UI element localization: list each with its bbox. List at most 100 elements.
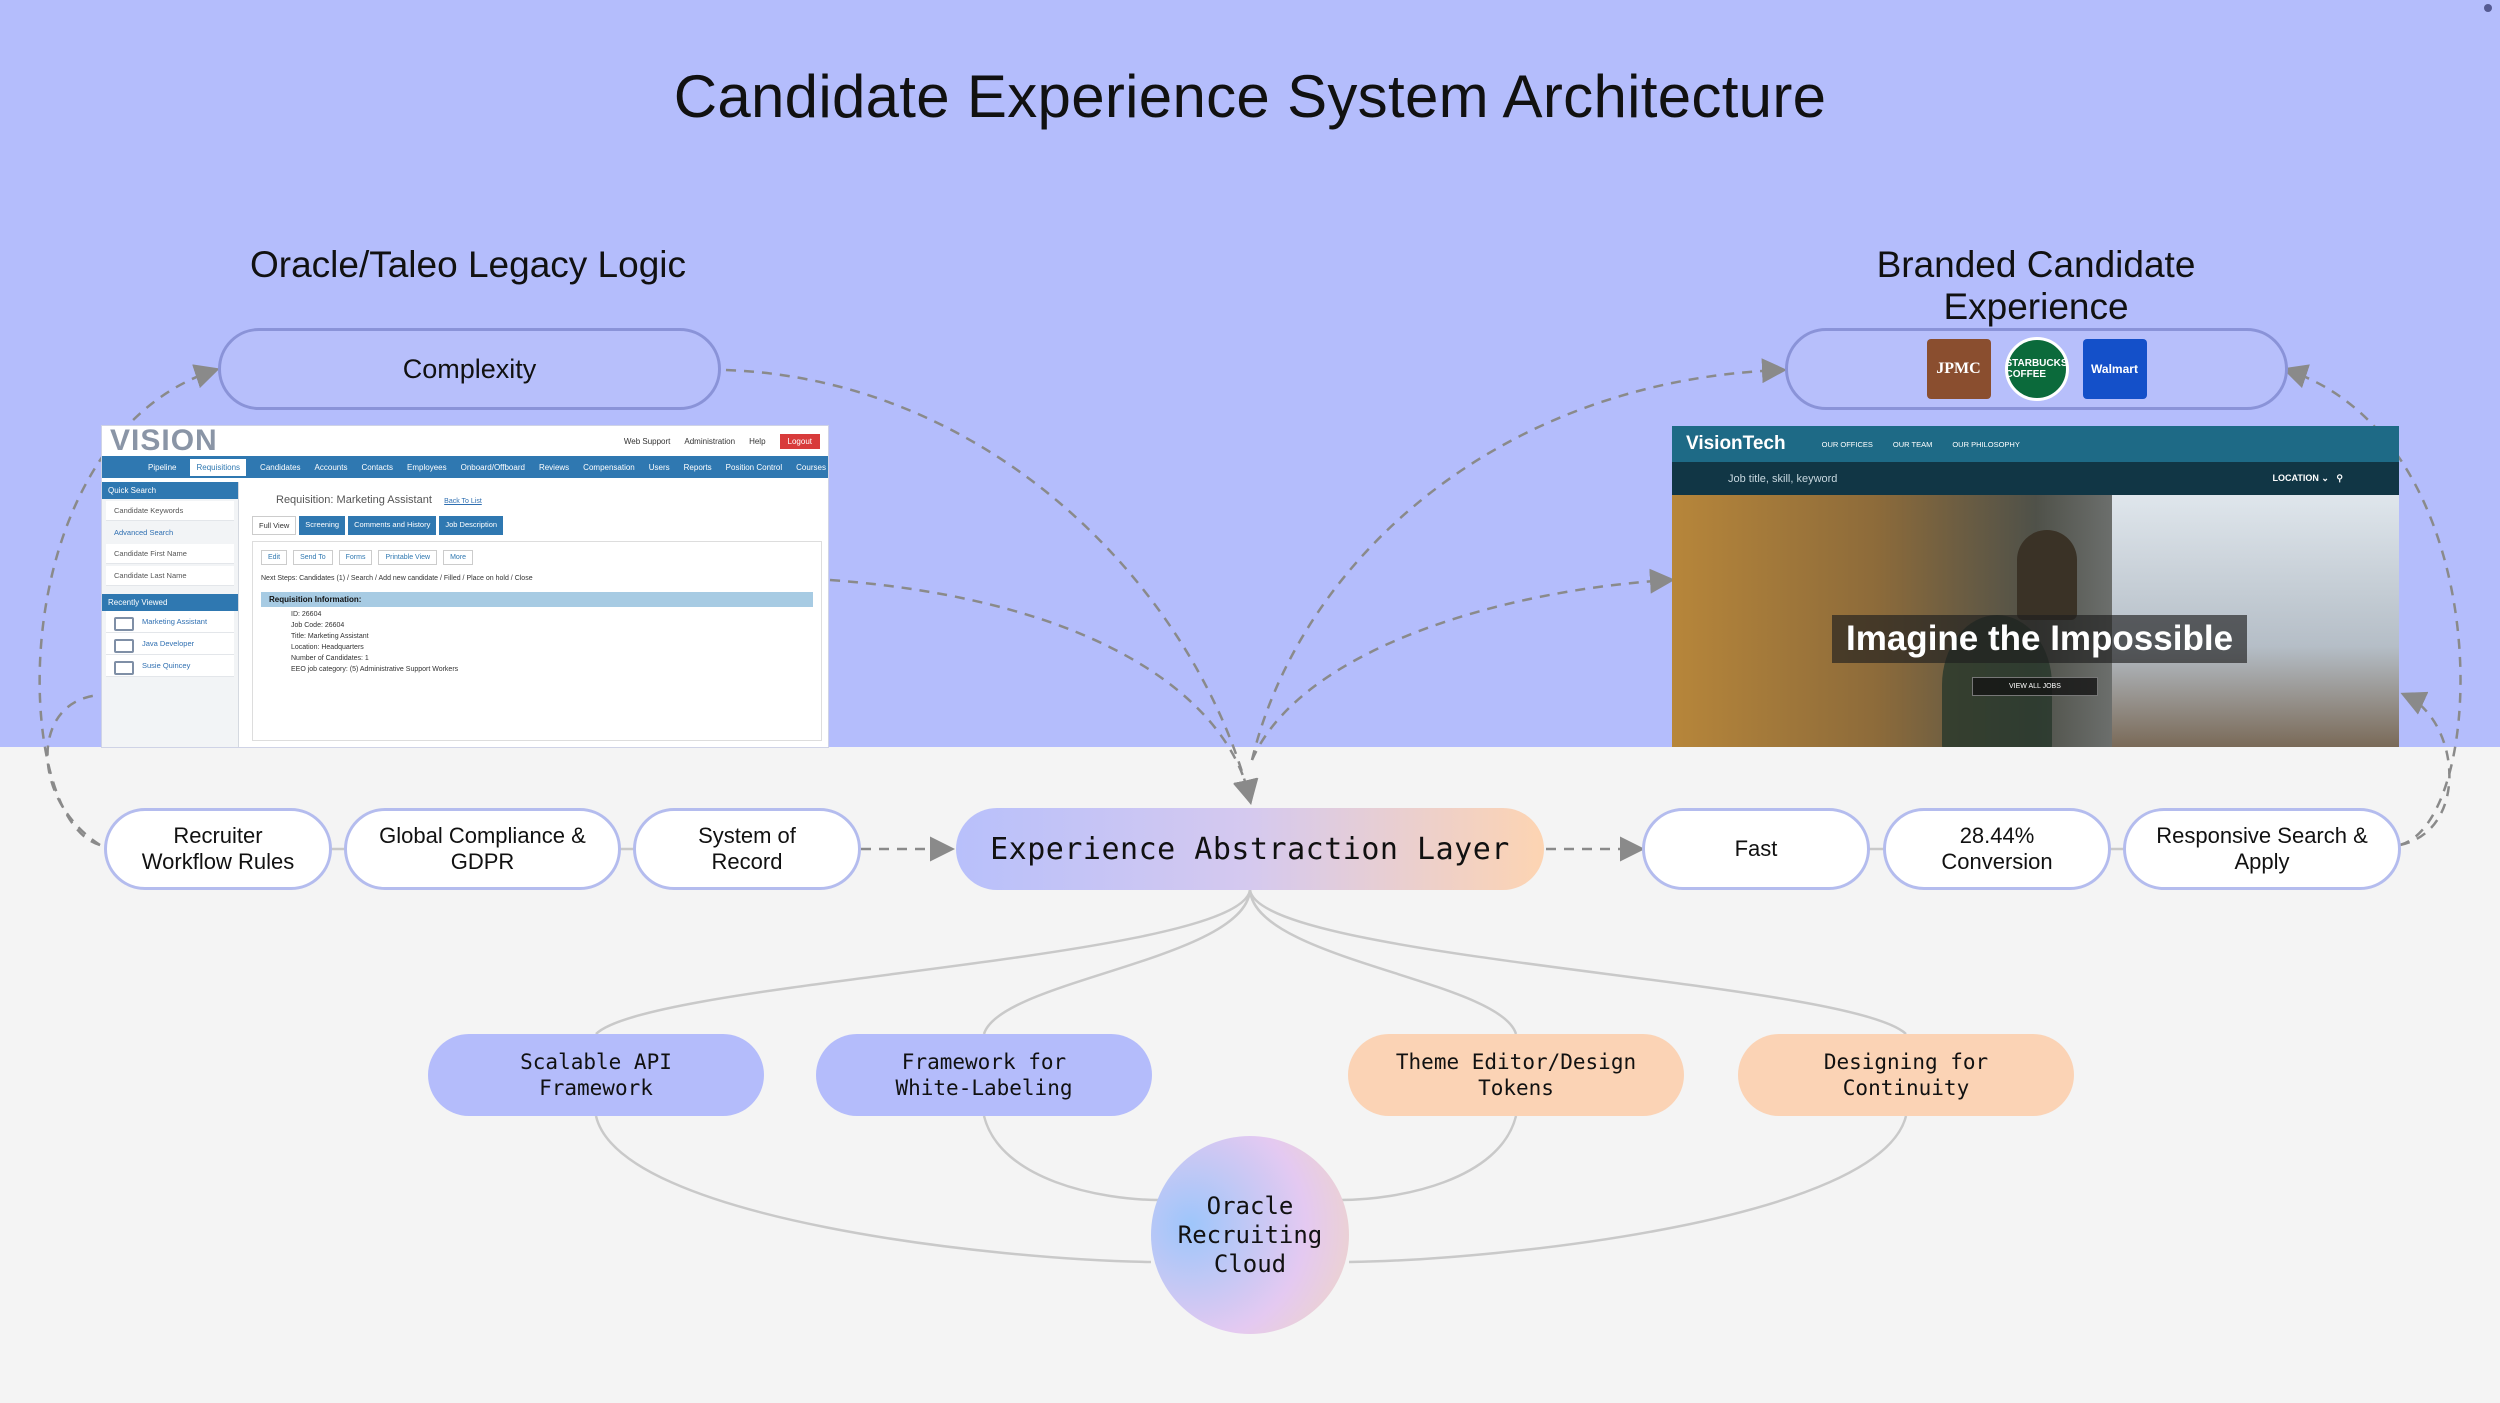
- vr-person-shape: [2017, 530, 2077, 620]
- system-of-record-pill: System of Record: [633, 808, 861, 890]
- legacy-util-links: Web Support Administration Help Logout: [623, 433, 820, 449]
- complexity-label: Complexity: [402, 353, 537, 384]
- nav-employees[interactable]: Employees: [407, 462, 447, 472]
- location-label: LOCATION: [2272, 473, 2319, 483]
- tab-comments[interactable]: Comments and History: [348, 516, 437, 535]
- scalable-api-pill: Scalable API Framework: [428, 1034, 764, 1116]
- nav-onboard[interactable]: Onboard/Offboard: [460, 462, 525, 472]
- send-to-button[interactable]: Send To: [293, 550, 333, 565]
- recent-item[interactable]: Marketing Assistant: [106, 611, 234, 633]
- legacy-main: Requisition: Marketing Assistant Back To…: [252, 488, 822, 741]
- nav-accounts[interactable]: Accounts: [314, 462, 348, 472]
- legacy-nav: Pipeline Requisitions Candidates Account…: [102, 456, 828, 478]
- nav-requisitions[interactable]: Requisitions: [190, 458, 247, 476]
- tab-full-view[interactable]: Full View: [252, 516, 297, 535]
- conversion-pill: 28.44% Conversion: [1883, 808, 2111, 890]
- edit-button[interactable]: Edit: [261, 550, 288, 565]
- pill-label: Theme Editor/Design Tokens: [1395, 1050, 1637, 1100]
- our-offices-link[interactable]: OUR OFFICES: [1821, 439, 1873, 449]
- starbucks-logo: STARBUCKS COFFEE: [2004, 337, 2069, 401]
- theme-editor-pill: Theme Editor/Design Tokens: [1348, 1034, 1684, 1116]
- legacy-ats-screenshot: VISION Web Support Administration Help L…: [102, 426, 828, 747]
- requisition-label: Requisition: Marketing Assistant: [276, 494, 432, 506]
- visiontech-logo: VisionTech: [1686, 433, 1786, 454]
- web-support-link[interactable]: Web Support: [623, 436, 671, 446]
- branded-site-screenshot: VisionTech OUR OFFICES OUR TEAM OUR PHIL…: [1672, 426, 2399, 747]
- back-to-list-link[interactable]: Back To List: [444, 498, 482, 505]
- logout-button[interactable]: Logout: [779, 433, 820, 449]
- hero-image: Imagine the Impossible VIEW ALL JOBS: [1672, 495, 2399, 747]
- job-search-input[interactable]: Job title, skill, keyword: [1728, 472, 1838, 485]
- pill-label: Designing for Continuity: [1823, 1050, 1989, 1100]
- pill-label: Framework for White-Labeling: [895, 1050, 1073, 1100]
- branded-section-title: Branded Candidate Experience: [1876, 244, 2196, 327]
- pill-label: Recruiter Workflow Rules: [141, 823, 295, 874]
- pill-label: System of Record: [698, 823, 796, 874]
- indicator-dot: [2484, 4, 2492, 12]
- requisition-title: Requisition: Marketing Assistant Back To…: [276, 494, 822, 506]
- legacy-section-title: Oracle/Taleo Legacy Logic: [249, 244, 687, 285]
- pill-label: Scalable API Framework: [520, 1050, 672, 1100]
- branded-nav: VisionTech OUR OFFICES OUR TEAM OUR PHIL…: [1672, 426, 2399, 462]
- recruiter-workflow-pill: Recruiter Workflow Rules: [104, 808, 332, 890]
- forms-button[interactable]: Forms: [338, 550, 373, 565]
- our-team-link[interactable]: OUR TEAM: [1892, 439, 1933, 449]
- nav-pipeline[interactable]: Pipeline: [148, 462, 177, 472]
- info-row: ID: 26604: [291, 611, 322, 618]
- our-philosophy-link[interactable]: OUR PHILOSOPHY: [1952, 439, 2020, 449]
- hero-headline: Imagine the Impossible: [1832, 615, 2248, 663]
- tab-screening[interactable]: Screening: [299, 516, 346, 535]
- nav-reports[interactable]: Reports: [683, 462, 712, 472]
- brand-logos-pill: JPMC STARBUCKS COFFEE Walmart: [1785, 328, 2288, 410]
- pill-label: Responsive Search & Apply: [2156, 823, 2368, 874]
- continuity-pill: Designing for Continuity: [1738, 1034, 2074, 1116]
- white-labeling-pill: Framework for White-Labeling: [816, 1034, 1152, 1116]
- responsive-search-pill: Responsive Search & Apply: [2123, 808, 2401, 890]
- eal-label: Experience Abstraction Layer: [990, 831, 1510, 867]
- last-name-field[interactable]: Candidate Last Name: [106, 566, 234, 586]
- pill-label: Fast: [1734, 836, 1778, 861]
- nav-position-control[interactable]: Position Control: [725, 462, 783, 472]
- info-row: Title: Marketing Assistant: [291, 633, 369, 640]
- info-row: Location: Headquarters: [291, 644, 364, 651]
- experience-abstraction-layer: Experience Abstraction Layer: [956, 808, 1544, 890]
- recent-item[interactable]: Java Developer: [106, 633, 234, 655]
- recent-item[interactable]: Susie Quincey: [106, 655, 234, 677]
- nav-courses[interactable]: Courses: [796, 462, 826, 472]
- administration-link[interactable]: Administration: [684, 436, 736, 446]
- legacy-logo: VISION: [110, 426, 218, 457]
- location-dropdown[interactable]: LOCATION ⌄ ⚲: [2272, 473, 2343, 483]
- more-button[interactable]: More: [443, 550, 474, 565]
- search-icon[interactable]: ⚲: [2336, 473, 2343, 483]
- job-search-bar[interactable]: Job title, skill, keyword LOCATION ⌄ ⚲: [1672, 462, 2399, 495]
- nav-contacts[interactable]: Contacts: [361, 462, 394, 472]
- legacy-action-buttons: Edit Send To Forms Printable View More: [261, 550, 813, 565]
- nav-reviews[interactable]: Reviews: [538, 462, 570, 472]
- page-title: Candidate Experience System Architecture: [673, 63, 1827, 130]
- nav-compensation[interactable]: Compensation: [583, 462, 635, 472]
- candidate-keywords-field[interactable]: Candidate Keywords: [106, 501, 234, 521]
- advanced-search-link[interactable]: Advanced Search: [114, 528, 174, 537]
- nav-candidates[interactable]: Candidates: [260, 462, 301, 472]
- pill-label: 28.44% Conversion: [1941, 823, 2053, 874]
- fast-pill: Fast: [1642, 808, 1870, 890]
- printable-view-button[interactable]: Printable View: [378, 550, 438, 565]
- view-all-jobs-button[interactable]: VIEW ALL JOBS: [1972, 677, 2098, 696]
- info-row: Job Code: 26604: [291, 622, 345, 629]
- next-steps: Next Steps: Candidates (1) / Search / Ad…: [261, 575, 533, 582]
- oracle-recruiting-cloud-node: Oracle Recruiting Cloud: [1151, 1136, 1349, 1334]
- requisition-info-header: Requisition Information:: [261, 592, 813, 607]
- info-row: EEO job category: (5) Administrative Sup…: [291, 666, 459, 673]
- jpmc-logo: JPMC: [1926, 339, 1991, 399]
- nav-users[interactable]: Users: [648, 462, 670, 472]
- walmart-logo: Walmart: [2082, 339, 2147, 399]
- legacy-tabs: Full View Screening Comments and History…: [252, 516, 822, 535]
- legacy-sidebar: Quick Search Candidate Keywords Advanced…: [102, 482, 239, 747]
- help-link[interactable]: Help: [749, 436, 766, 446]
- branded-links: OUR OFFICES OUR TEAM OUR PHILOSOPHY: [1822, 440, 2020, 449]
- legacy-detail-box: Edit Send To Forms Printable View More N…: [252, 541, 822, 741]
- first-name-field[interactable]: Candidate First Name: [106, 544, 234, 564]
- tab-job-description[interactable]: Job Description: [439, 516, 504, 535]
- pill-label: Global Compliance & GDPR: [379, 823, 586, 874]
- complexity-pill: Complexity: [218, 328, 721, 410]
